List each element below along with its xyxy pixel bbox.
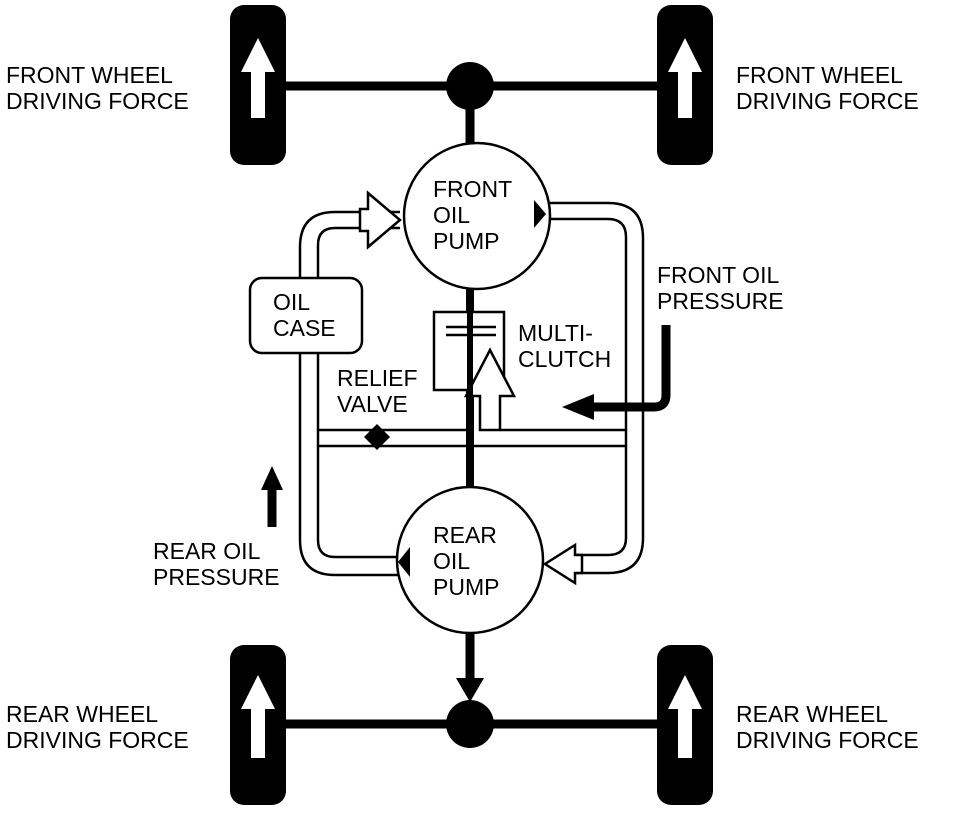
rear-left-wheel: [230, 645, 286, 805]
front-oil-pump: [402, 141, 552, 291]
rear-shaft-arrow-icon: [456, 678, 484, 702]
rear-oil-pump: [395, 485, 545, 635]
rear-differential: [446, 700, 494, 748]
oil-flow-arrow-icon: [358, 190, 402, 250]
rear-right-wheel: [657, 645, 713, 805]
oil-case: [248, 276, 364, 355]
oil-circuit-left: [298, 210, 400, 577]
relief-valve-icon: [364, 424, 390, 450]
front-left-wheel: [230, 5, 286, 165]
front-right-wheel: [657, 5, 713, 165]
front-pump-outlet-icon: [534, 200, 546, 228]
rear-pump-outlet-icon: [398, 547, 410, 577]
multi-clutch-label: MULTI-CLUTCH: [518, 320, 612, 372]
oil-flow-arrow-icon: [542, 542, 584, 586]
oil-circuit-right: [545, 201, 645, 575]
front-oil-pressure-arrow: [590, 325, 671, 412]
